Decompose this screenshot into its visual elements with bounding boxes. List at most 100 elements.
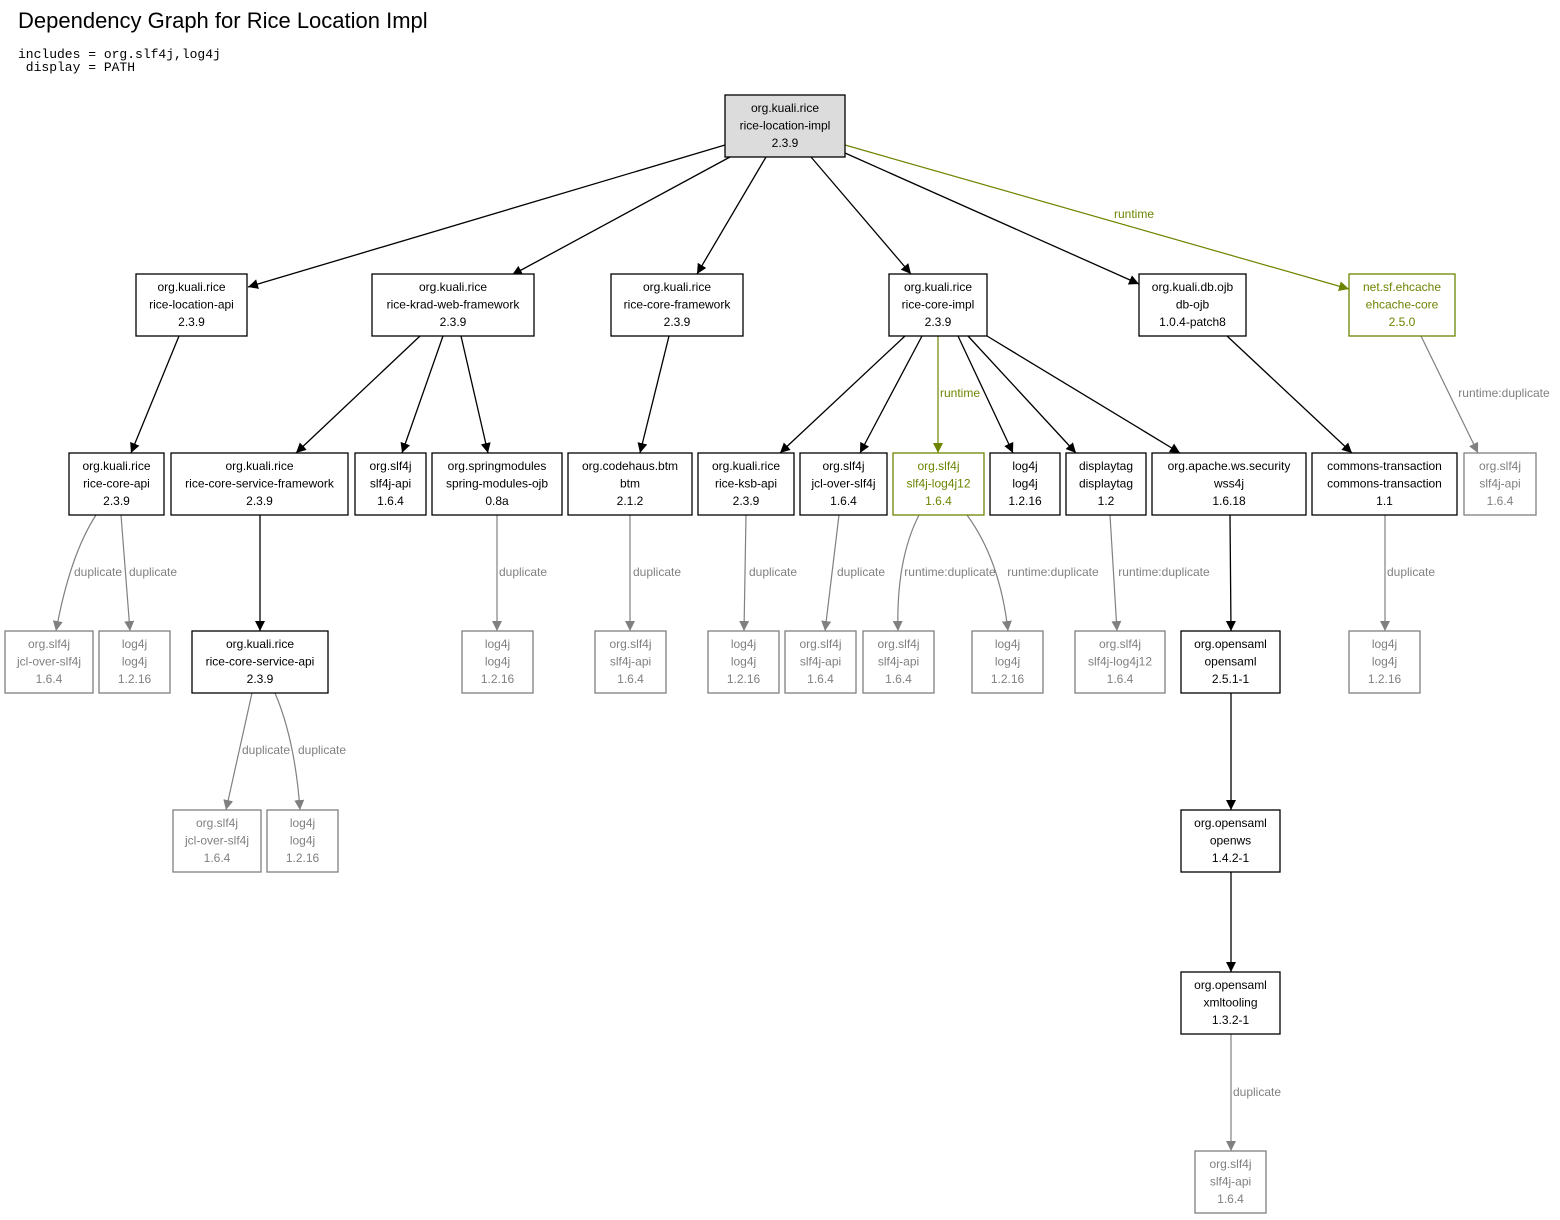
edge-label-commons-tx-to-log4j-dup-5: duplicate (1387, 565, 1435, 579)
node-version: 1.2.16 (1008, 494, 1042, 508)
edge-core-impl-to-displaytag (967, 335, 1077, 454)
node-artifact: log4j (731, 655, 756, 669)
node-group: org.opensaml (1194, 978, 1267, 992)
edge-db-ojb-to-commons-tx (1226, 335, 1353, 454)
node-artifact: xmltooling (1203, 996, 1257, 1010)
edge-core-impl-to-log4j-a (957, 335, 1014, 454)
node-artifact: rice-core-service-api (206, 655, 315, 669)
edge-label-core-api-to-log4j-dup-1: duplicate (129, 565, 177, 579)
edge-root-to-location-api (247, 144, 726, 289)
edge-displaytag-to-slf4j-log4j12-dup (1109, 514, 1122, 632)
node-box (610, 273, 744, 337)
node-box (1138, 273, 1247, 337)
node-box (354, 452, 427, 516)
edge-wss4j-to-opensaml (1225, 514, 1236, 632)
edge-label-csa-to-log4j-dup-6: duplicate (298, 743, 346, 757)
param-display: display = PATH (18, 60, 136, 75)
node-version: 1.6.4 (1487, 494, 1514, 508)
graph-parameters: includes = org.slf4j,log4j display = PAT… (18, 48, 221, 74)
node-artifact: rice-core-api (83, 477, 150, 491)
node-box (1151, 452, 1307, 516)
node-group: log4j (995, 637, 1020, 651)
node-group: org.kuali.rice (904, 280, 972, 294)
node-box (1065, 452, 1147, 516)
node-artifact: rice-core-framework (624, 298, 732, 312)
edge-label-btm-to-slf4j-api-dup-2: duplicate (633, 565, 681, 579)
nodes: org.kuali.ricerice-location-impl2.3.9org… (4, 94, 1537, 1214)
edge-location-api-to-core-api (130, 335, 180, 454)
node-version: 1.3.2-1 (1212, 1013, 1250, 1027)
edge-ehcache-to-slf4j-api-dup-r (1420, 335, 1479, 454)
node-version: 1.2.16 (118, 672, 152, 686)
edge-label-ehcache-to-slf4j-api-dup-r: runtime:duplicate (1458, 386, 1550, 400)
node-group: org.codehaus.btm (582, 459, 678, 473)
node-artifact: rice-core-impl (902, 298, 975, 312)
edge-krad-to-slf4j-api-a (400, 335, 444, 454)
node-group: org.opensaml (1194, 637, 1267, 651)
node-artifact: log4j (122, 655, 147, 669)
edge-label-slf4j-log4j12-to-log4j-dup-4: runtime:duplicate (1007, 565, 1099, 579)
node-csf: org.kuali.ricerice-core-service-framewor… (170, 452, 349, 516)
edge-label-slf4j-log4j12-to-slf4j-api-dup-4: runtime:duplicate (904, 565, 996, 579)
node-version: 2.3.9 (440, 315, 467, 329)
node-group: org.kuali.rice (712, 459, 780, 473)
node-group: org.slf4j (799, 637, 841, 651)
edge-core-impl-to-jcl-a (859, 335, 923, 454)
node-box (4, 630, 94, 694)
node-version: 2.3.9 (246, 494, 273, 508)
node-group: org.apache.ws.security (1168, 459, 1291, 473)
edge-ksb-api-to-log4j-dup-3 (739, 514, 750, 632)
node-version: 1.2.16 (727, 672, 761, 686)
node-group: org.kuali.rice (225, 459, 293, 473)
edge-label-jcl-a-to-slf4j-api-dup-3: duplicate (837, 565, 885, 579)
node-artifact: rice-krad-web-framework (387, 298, 521, 312)
edge-label-spring-ojb-to-log4j-dup-2: duplicate (499, 565, 547, 579)
node-group: log4j (1372, 637, 1397, 651)
node-box (567, 452, 693, 516)
node-group: org.slf4j (1209, 1157, 1251, 1171)
node-box (266, 809, 339, 873)
node-artifact: slf4j-log4j12 (1088, 655, 1152, 669)
edge-slf4j-log4j12-to-slf4j-api-dup-4 (892, 514, 920, 632)
node-group: log4j (122, 637, 147, 651)
node-box (697, 452, 795, 516)
node-box (191, 630, 329, 694)
node-version: 2.3.9 (772, 136, 799, 150)
node-box (784, 630, 857, 694)
node-group: org.kuali.rice (751, 101, 819, 115)
node-version: 1.6.4 (925, 494, 952, 508)
edge-core-api-to-log4j-dup-1 (120, 514, 135, 632)
edge-core-api-to-jcl-dup-1 (52, 514, 97, 632)
node-version: 2.3.9 (733, 494, 760, 508)
node-box (971, 630, 1044, 694)
node-group: org.slf4j (1479, 459, 1521, 473)
edge-core-impl-to-wss4j (986, 335, 1181, 454)
node-version: 1.6.4 (617, 672, 644, 686)
node-artifact: rice-location-api (149, 298, 234, 312)
node-version: 1.6.4 (807, 672, 834, 686)
node-version: 1.6.18 (1212, 494, 1246, 508)
edge-label-root-to-ehcache: runtime (1114, 207, 1154, 221)
node-version: 1.2.16 (286, 851, 320, 865)
edge-core-impl-to-ksb-api (779, 335, 906, 454)
node-version: 2.3.9 (103, 494, 130, 508)
node-box (68, 452, 165, 516)
node-artifact: slf4j-api (370, 477, 411, 491)
